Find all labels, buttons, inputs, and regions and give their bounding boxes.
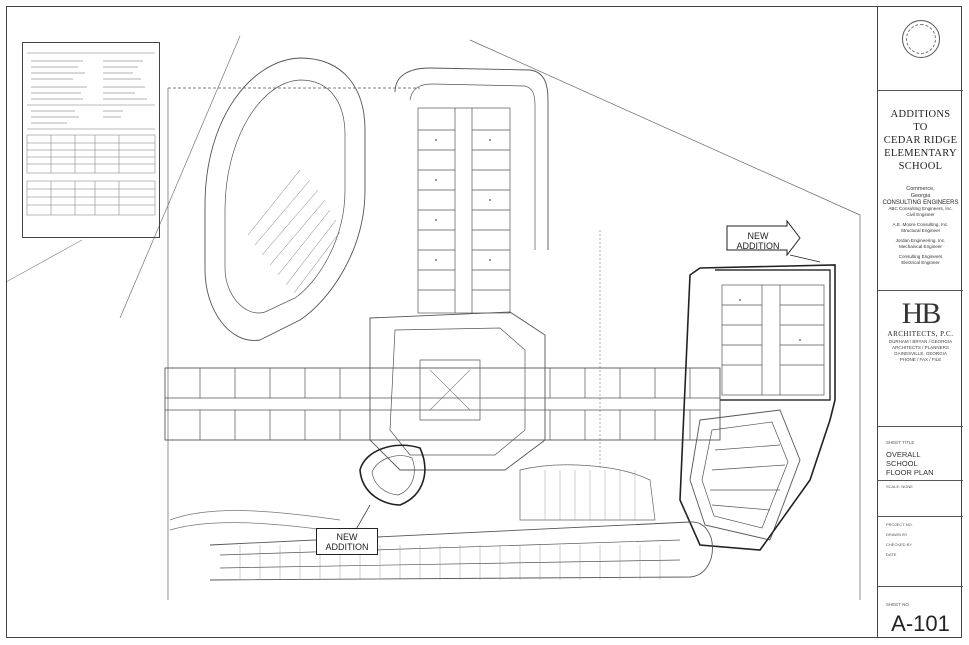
meta-label: DATE xyxy=(886,552,897,557)
firm-info-line: ARCHITECTS / PLANNERS xyxy=(892,345,949,350)
new-addition-callout-right-text: NEW ADDITION xyxy=(736,231,780,251)
sheet-title-line: SCHOOL xyxy=(886,459,918,468)
sheet-number-label: SHEET NO. xyxy=(886,602,911,607)
project-location: Commerce, Georgia xyxy=(878,186,963,200)
meta-row: PROJECT NO. xyxy=(886,522,956,527)
sheet-number: A-101 xyxy=(891,611,950,636)
project-title-line: TO xyxy=(913,122,928,133)
title-block-divider xyxy=(878,516,963,517)
consultant-line: ABC Consulting Engineers, Inc. xyxy=(888,206,953,211)
sheet-title-label: SHEET TITLE xyxy=(886,440,915,445)
meta-row: CHECKED BY xyxy=(886,542,956,547)
title-block-divider xyxy=(878,90,963,91)
new-addition-callout-right: NEW ADDITION xyxy=(729,228,787,251)
consultant-line: A.E. Moore Consulting, Inc. xyxy=(892,222,949,227)
project-title-line: SCHOOL xyxy=(898,161,943,172)
new-addition-callout-bottom-text: NEW ADDITION xyxy=(325,532,369,552)
consultant-line: Jordan Engineering, Inc. xyxy=(895,238,946,243)
firm-logo-mark: HB xyxy=(901,297,942,330)
project-location-line: Commerce, xyxy=(906,186,935,192)
project-title: ADDITIONS TO CEDAR RIDGE ELEMENTARY SCHO… xyxy=(878,108,963,173)
sheet-border xyxy=(6,6,962,638)
consultants-title: CONSULTING ENGINEERS xyxy=(882,200,959,206)
title-block-divider xyxy=(878,586,963,587)
project-title-line: ELEMENTARY xyxy=(884,148,957,159)
sheet-title-line: FLOOR PLAN xyxy=(886,468,934,477)
firm-name: ARCHITECTS, P.C. xyxy=(887,330,954,338)
building-data-table xyxy=(22,42,160,238)
meta-label: CHECKED BY xyxy=(886,542,913,547)
project-title-line: ADDITIONS xyxy=(890,109,951,120)
title-block-divider xyxy=(878,426,963,427)
consultant-line: Electrical Engineer xyxy=(901,260,940,265)
architect-seal-inner-icon xyxy=(906,24,936,54)
firm-logo-block: HB ARCHITECTS, P.C. DURHAM / BRYAN / GEO… xyxy=(878,298,963,363)
sheet-title-block: SHEET TITLE OVERALL SCHOOL FLOOR PLAN xyxy=(886,438,934,477)
new-addition-callout-bottom: NEW ADDITION xyxy=(316,528,378,555)
consultant-line: Consulting Engineers xyxy=(898,254,943,259)
project-location-line: Georgia xyxy=(910,193,931,199)
meta-label: DRAWN BY xyxy=(886,532,908,537)
building-data-table-grid xyxy=(26,52,156,216)
sheet-title-line: OVERALL xyxy=(886,450,921,459)
firm-info-line: GAINESVILLE, GEORGIA xyxy=(894,351,947,356)
firm-info-line: DURHAM / BRYAN / GEORGIA xyxy=(888,339,953,344)
consultant-line: Structural Engineer xyxy=(900,228,941,233)
title-block-divider xyxy=(878,480,963,481)
consultant-line: Mechanical Engineer xyxy=(899,244,942,249)
meta-row: DRAWN BY xyxy=(886,532,956,537)
architect-seal-icon xyxy=(902,20,940,58)
title-block: ADDITIONS TO CEDAR RIDGE ELEMENTARY SCHO… xyxy=(877,6,963,638)
project-title-line: CEDAR RIDGE xyxy=(883,135,958,146)
firm-info-line: PHONE / FAX / FILE xyxy=(899,357,942,362)
scale-label: SCALE: NONE xyxy=(886,484,913,489)
consultants-list: CONSULTING ENGINEERS ABC Consulting Engi… xyxy=(880,200,961,266)
consultant-line: Civil Engineer xyxy=(906,212,935,217)
meta-row: DATE xyxy=(886,552,956,557)
meta-label: PROJECT NO. xyxy=(886,522,913,527)
title-block-divider xyxy=(878,290,963,291)
